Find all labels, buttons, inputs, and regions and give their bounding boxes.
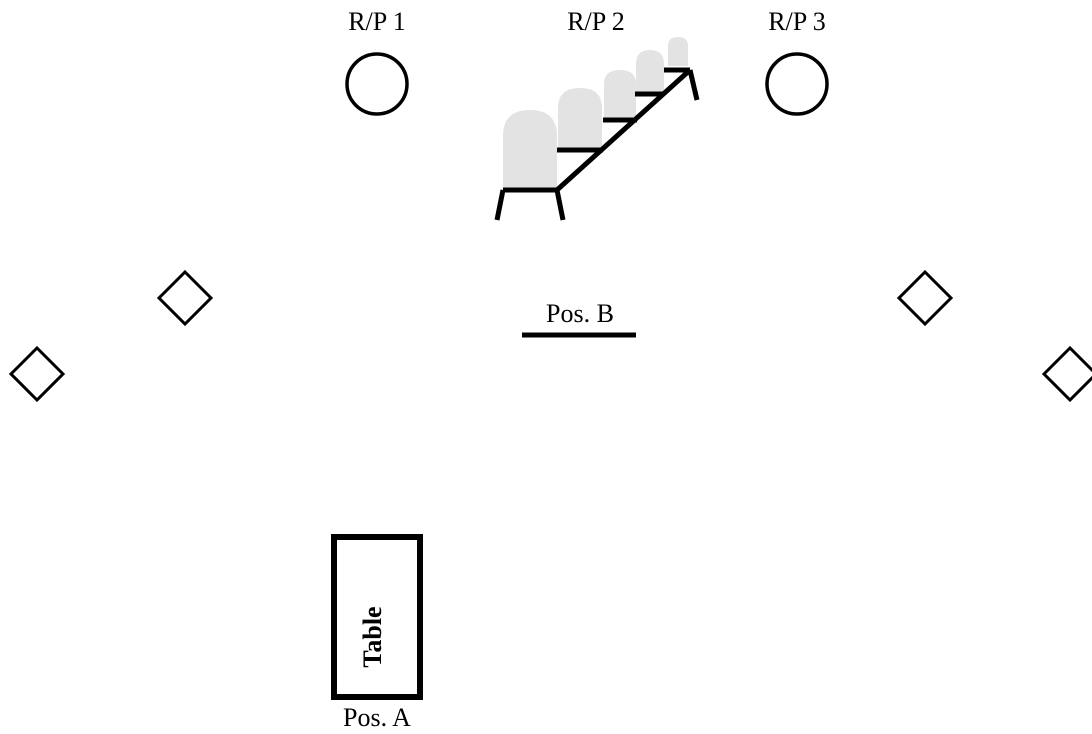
- position-b-label: Pos. B: [546, 299, 614, 328]
- chair-back-5: [668, 37, 688, 66]
- rp1-circle: [345, 52, 409, 116]
- chair-back-3: [604, 70, 636, 120]
- chair-row-icon: [494, 37, 700, 221]
- chair-back-4: [636, 50, 664, 94]
- chair-frame: [494, 67, 700, 221]
- diamond-marker-left-inner: [156, 269, 214, 327]
- chair-back-1: [503, 110, 557, 190]
- rp1-label: R/P 1: [348, 7, 406, 36]
- diamond-marker-right-outer: [1041, 345, 1092, 403]
- table: Table: [331, 534, 423, 700]
- chair-back-2: [558, 88, 602, 150]
- rp3-circle: [765, 52, 829, 116]
- rp3-label: R/P 3: [768, 7, 826, 36]
- rp2-marker: R/P 2: [494, 7, 700, 221]
- diamond-marker-right-inner: [896, 269, 954, 327]
- table-label: Table: [358, 606, 387, 667]
- rp2-label: R/P 2: [567, 7, 625, 36]
- diamond-markers: [8, 269, 1092, 403]
- rp3-marker: R/P 3: [765, 7, 829, 116]
- position-a-label: Pos. A: [343, 703, 411, 732]
- position-b: Pos. B: [522, 299, 636, 338]
- diamond-marker-left-outer: [8, 345, 66, 403]
- table-outline: [331, 534, 423, 700]
- rp1-marker: R/P 1: [345, 7, 409, 116]
